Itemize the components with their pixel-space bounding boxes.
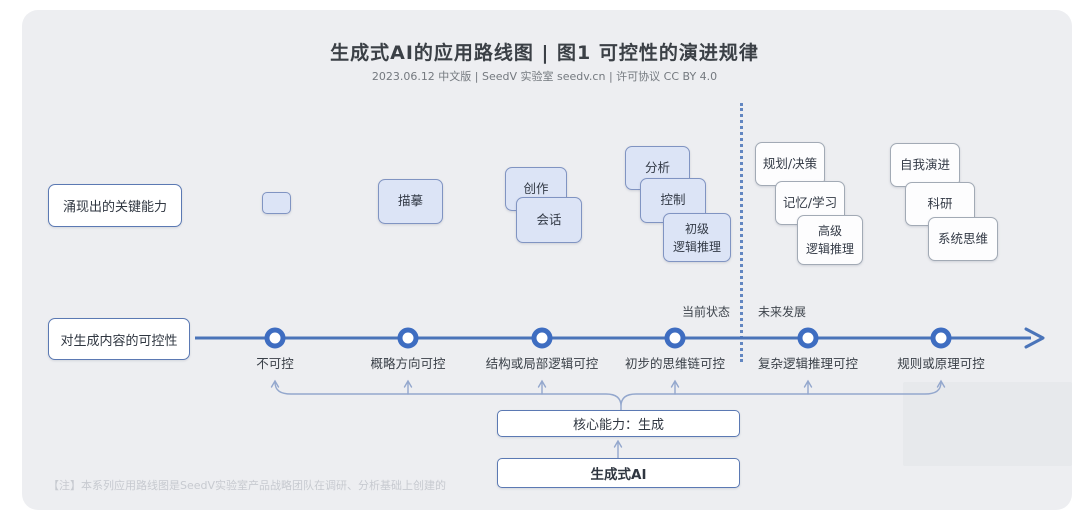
brace-ticks xyxy=(407,381,809,395)
current-state-label: 当前状态 xyxy=(681,305,730,319)
gathering-brace xyxy=(270,379,946,411)
capability-box: 自我演进 xyxy=(890,143,960,187)
current-future-divider-line xyxy=(740,103,743,362)
capability-box: 高级 逻辑推理 xyxy=(797,215,863,265)
brace-arrowhead-icon xyxy=(803,379,813,388)
timeline-node-icon xyxy=(531,327,553,349)
watermark-area xyxy=(903,382,1072,466)
timeline-node-label: 结构或局部逻辑可控 xyxy=(485,356,599,371)
brace-arrowhead-icon xyxy=(670,379,680,388)
row-label-capabilities-text: 涌现出的关键能力 xyxy=(62,200,167,215)
capability-box-empty xyxy=(262,192,291,214)
timeline-node-icon xyxy=(397,327,419,349)
brace-arrowhead-icon xyxy=(270,379,280,388)
timeline-node-icon xyxy=(264,327,286,349)
row-label-controllability-text: 对生成内容的可控性 xyxy=(60,333,178,349)
page-subtitle: 2023.06.12 中文版 | SeedV 实验室 seedv.cn | 许可… xyxy=(371,70,718,83)
brace-rail xyxy=(274,381,942,411)
timeline-node-label: 初步的思维链可控 xyxy=(624,356,725,371)
page-title: 生成式AI的应用路线图 | 图1 可控性的演进规律 xyxy=(330,42,759,64)
brace-arrowhead-icon xyxy=(537,379,547,388)
footnote: 【注】本系列应用路线图是SeedV实验室产品战略团队在调研、分析基础上创建的 xyxy=(48,479,447,492)
genai-to-core-arrow xyxy=(613,439,623,458)
brace-arrowhead-icon xyxy=(936,379,946,388)
capability-box: 描摹 xyxy=(378,179,443,224)
timeline-node-icon xyxy=(930,327,952,349)
timeline-axis xyxy=(195,327,1045,349)
future-development-label: 未来发展 xyxy=(758,305,807,319)
capability-box: 会话 xyxy=(516,197,582,243)
genai-box: 生成式AI xyxy=(497,458,740,488)
timeline-node-label: 复杂逻辑推理可控 xyxy=(757,356,858,371)
core-capability-text: 核心能力：生成 xyxy=(572,418,664,433)
row-label-controllability: 对生成内容的可控性 xyxy=(48,318,190,360)
arrow-head-icon xyxy=(613,439,623,448)
timeline-node-icon xyxy=(797,327,819,349)
row-label-capabilities: 涌现出的关键能力 xyxy=(48,184,182,227)
core-capability-box: 核心能力：生成 xyxy=(497,410,740,437)
brace-arrowhead-icon xyxy=(403,379,413,388)
capability-box: 初级 逻辑推理 xyxy=(663,213,731,262)
timeline-node-label: 规则或原理可控 xyxy=(897,356,985,371)
timeline-node-label: 不可控 xyxy=(256,356,294,371)
timeline-arrowhead-icon xyxy=(1024,327,1045,349)
capability-box: 系统思维 xyxy=(928,217,998,261)
timeline-node-label: 概略方向可控 xyxy=(370,356,446,371)
genai-text: 生成式AI xyxy=(590,467,647,483)
capability-box: 规划/决策 xyxy=(755,142,825,186)
timeline-node-icon xyxy=(664,327,686,349)
